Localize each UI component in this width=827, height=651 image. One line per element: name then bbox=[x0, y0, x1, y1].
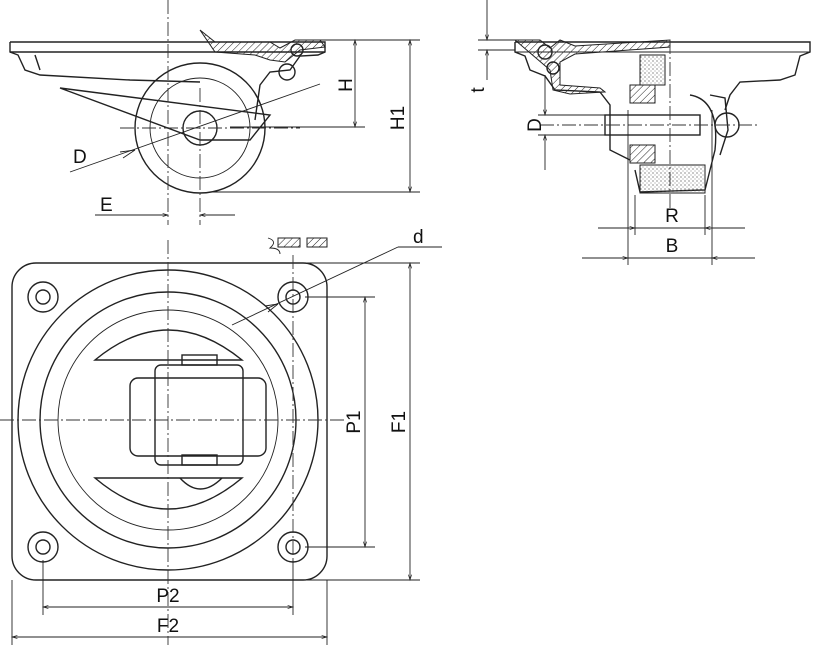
dim-D-side-label: D bbox=[73, 147, 87, 168]
plan-view: d P1 F1 P2 F2 bbox=[0, 227, 442, 645]
front-view: t D R B bbox=[468, 0, 811, 265]
dim-F1-label: F1 bbox=[389, 411, 410, 433]
plan-wheel bbox=[129, 377, 267, 457]
dim-P1-label: P1 bbox=[344, 410, 365, 433]
dim-R-label: R bbox=[665, 206, 679, 227]
dim-d-label: d bbox=[413, 227, 424, 248]
dim-P2-label: P2 bbox=[156, 586, 179, 607]
mounting-plate bbox=[11, 262, 328, 581]
dim-F2-label: F2 bbox=[157, 616, 179, 637]
dim-E-label: E bbox=[100, 195, 113, 216]
dim-B-label: B bbox=[666, 236, 679, 257]
dim-t-label: t bbox=[468, 87, 489, 93]
side-view: H H1 D E bbox=[9, 0, 420, 225]
dim-H1-label: H1 bbox=[388, 106, 409, 130]
dim-H-label: H bbox=[336, 78, 357, 92]
dim-D-front-label: D bbox=[525, 118, 546, 132]
wheel-tread bbox=[639, 164, 706, 194]
